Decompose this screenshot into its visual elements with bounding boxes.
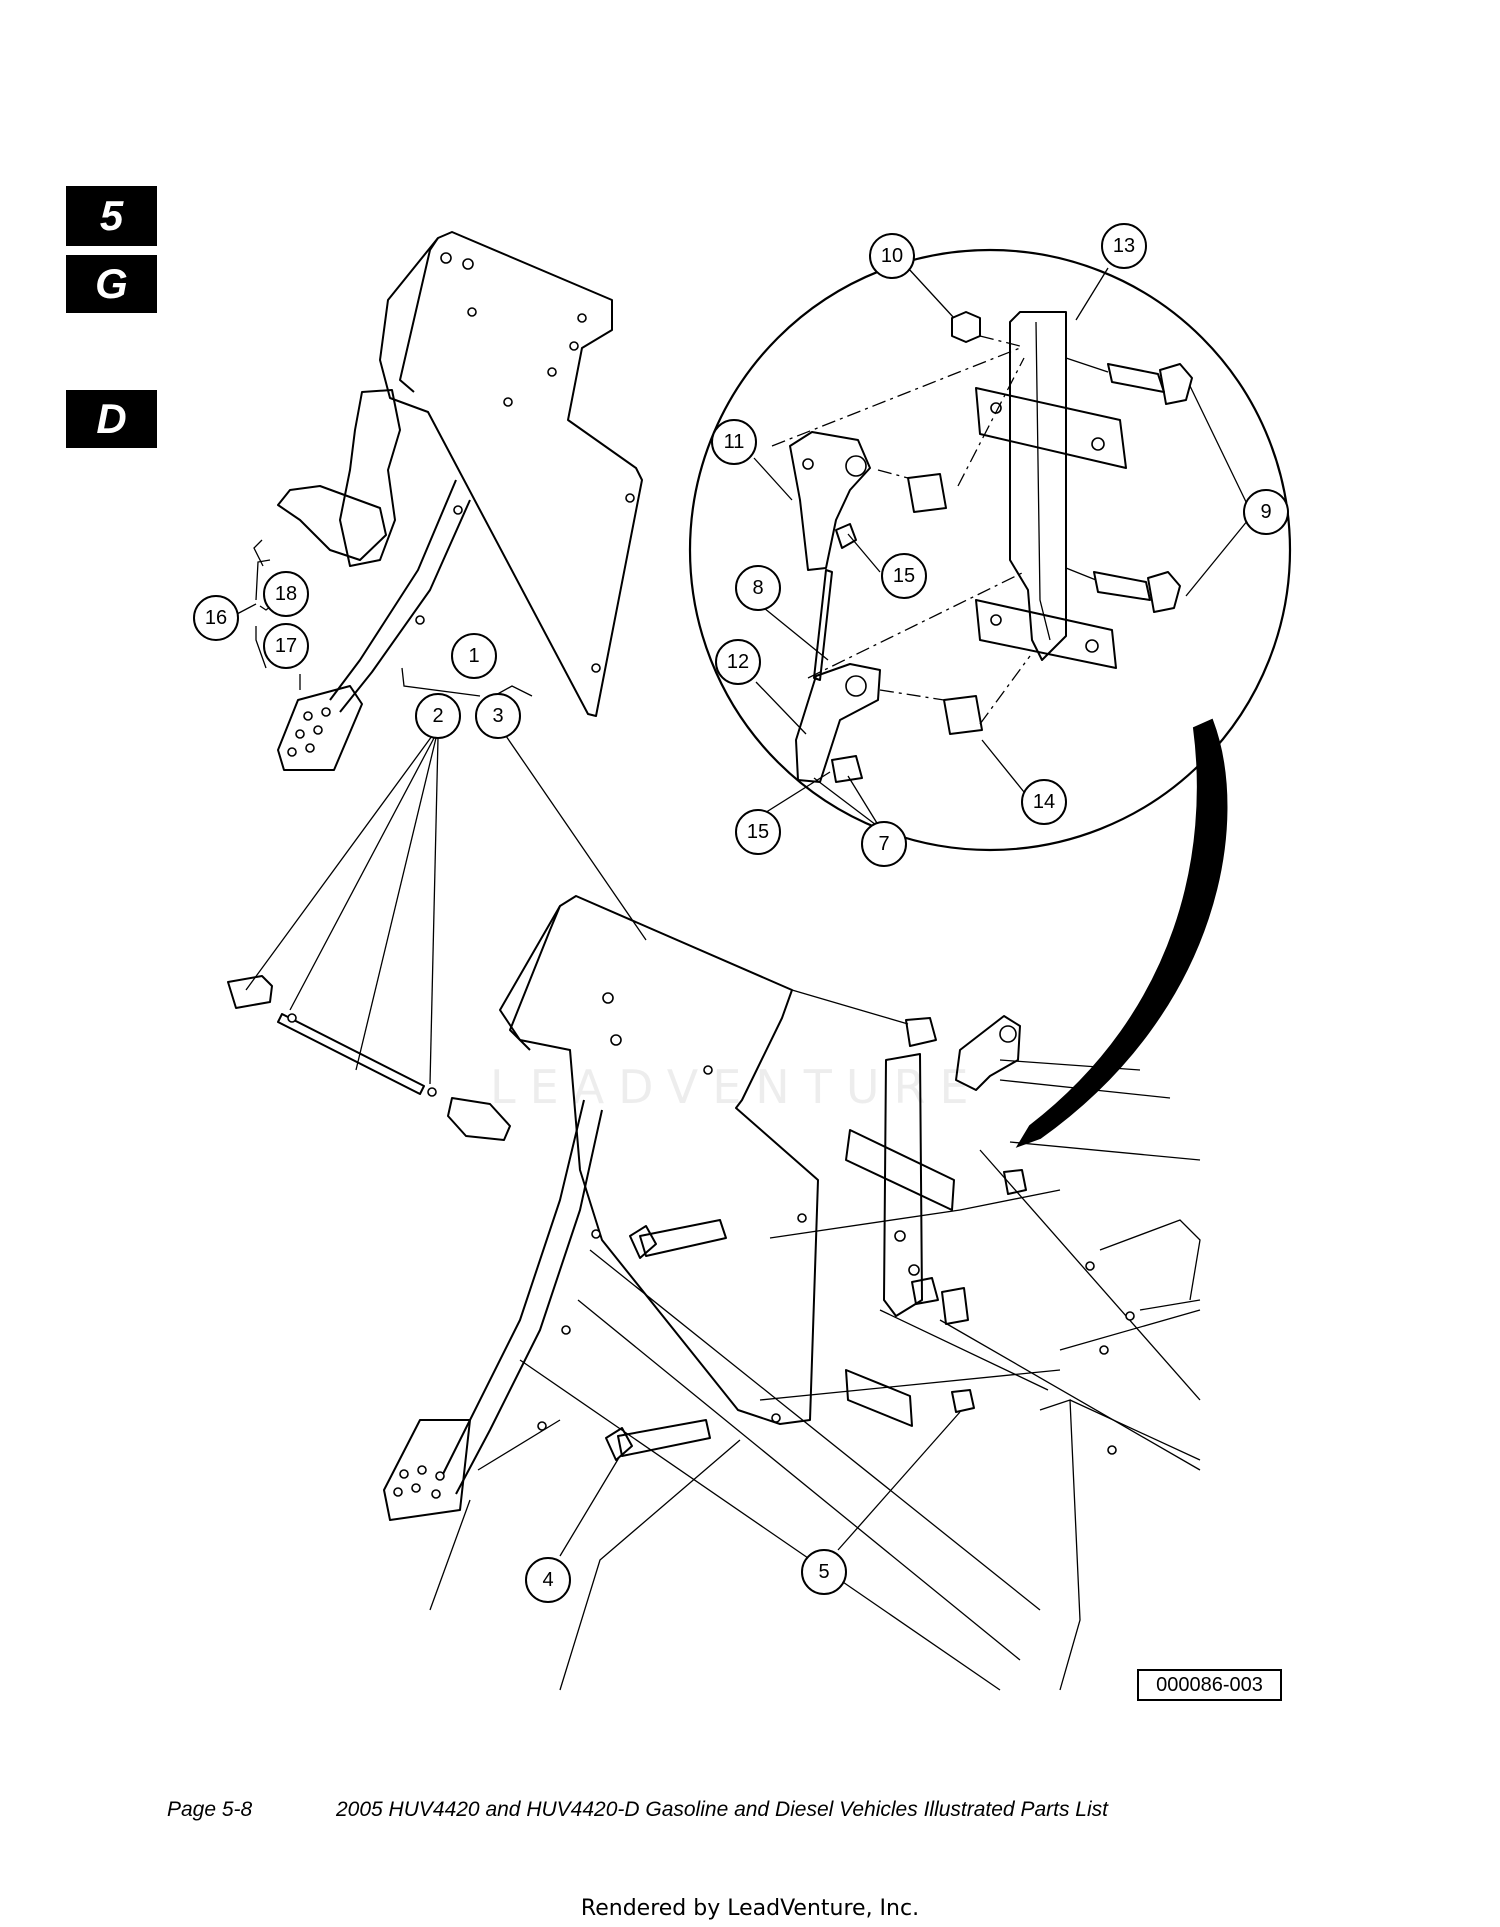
svg-text:17: 17: [275, 635, 297, 657]
watermark: LEADVENTURE: [490, 1060, 983, 1114]
svg-text:16: 16: [205, 607, 227, 629]
callout-16: 16: [193, 595, 239, 641]
svg-text:3: 3: [492, 705, 503, 727]
rendered-by-credit: Rendered by LeadVenture, Inc.: [580, 1896, 920, 1921]
callout-5: 5: [801, 1549, 847, 1595]
callout-1: 1: [451, 633, 497, 679]
svg-text:13: 13: [1113, 235, 1135, 257]
callouts: 1 2 3 4 5 7 8 9 10 11 12 13 14 15 15 16 …: [193, 223, 1289, 1603]
svg-text:15: 15: [747, 821, 769, 843]
svg-text:7: 7: [878, 833, 889, 855]
svg-text:1: 1: [468, 645, 479, 667]
callout-12: 12: [715, 639, 761, 685]
callout-7: 7: [861, 821, 907, 867]
leader-lines: [236, 267, 1249, 1557]
svg-text:14: 14: [1033, 791, 1055, 813]
callout-2: 2: [415, 693, 461, 739]
svg-text:8: 8: [752, 577, 763, 599]
callout-9: 9: [1243, 489, 1289, 535]
callout-15-lower: 15: [735, 809, 781, 855]
callout-14: 14: [1021, 779, 1067, 825]
section-tab-5: 5: [66, 186, 157, 246]
callout-8: 8: [735, 565, 781, 611]
callout-17: 17: [263, 623, 309, 669]
svg-text:9: 9: [1260, 501, 1271, 523]
callout-10: 10: [869, 233, 915, 279]
callout-15-upper: 15: [881, 553, 927, 599]
callout-13: 13: [1101, 223, 1147, 269]
figure-id-label: 000086-003: [1137, 1669, 1282, 1701]
main-assembly: [227, 895, 1201, 1691]
section-tab-d: D: [66, 390, 157, 448]
svg-text:5: 5: [818, 1561, 829, 1583]
svg-text:2: 2: [432, 705, 443, 727]
svg-text:15: 15: [893, 565, 915, 587]
footer-page-number: Page 5-8: [167, 1798, 253, 1821]
svg-text:10: 10: [881, 245, 903, 267]
svg-text:18: 18: [275, 583, 297, 605]
pedal-assembly-upper: [277, 231, 643, 771]
svg-text:11: 11: [724, 431, 745, 453]
svg-text:12: 12: [727, 651, 749, 673]
callout-18: 18: [263, 571, 309, 617]
callout-11: 11: [711, 419, 757, 465]
callout-3: 3: [475, 693, 521, 739]
callout-4: 4: [525, 1557, 571, 1603]
svg-text:4: 4: [542, 1569, 553, 1591]
detail-view-circle: [688, 248, 1292, 1148]
section-tab-g: G: [66, 255, 157, 313]
footer-document-title: 2005 HUV4420 and HUV4420-D Gasoline and …: [336, 1798, 1108, 1821]
